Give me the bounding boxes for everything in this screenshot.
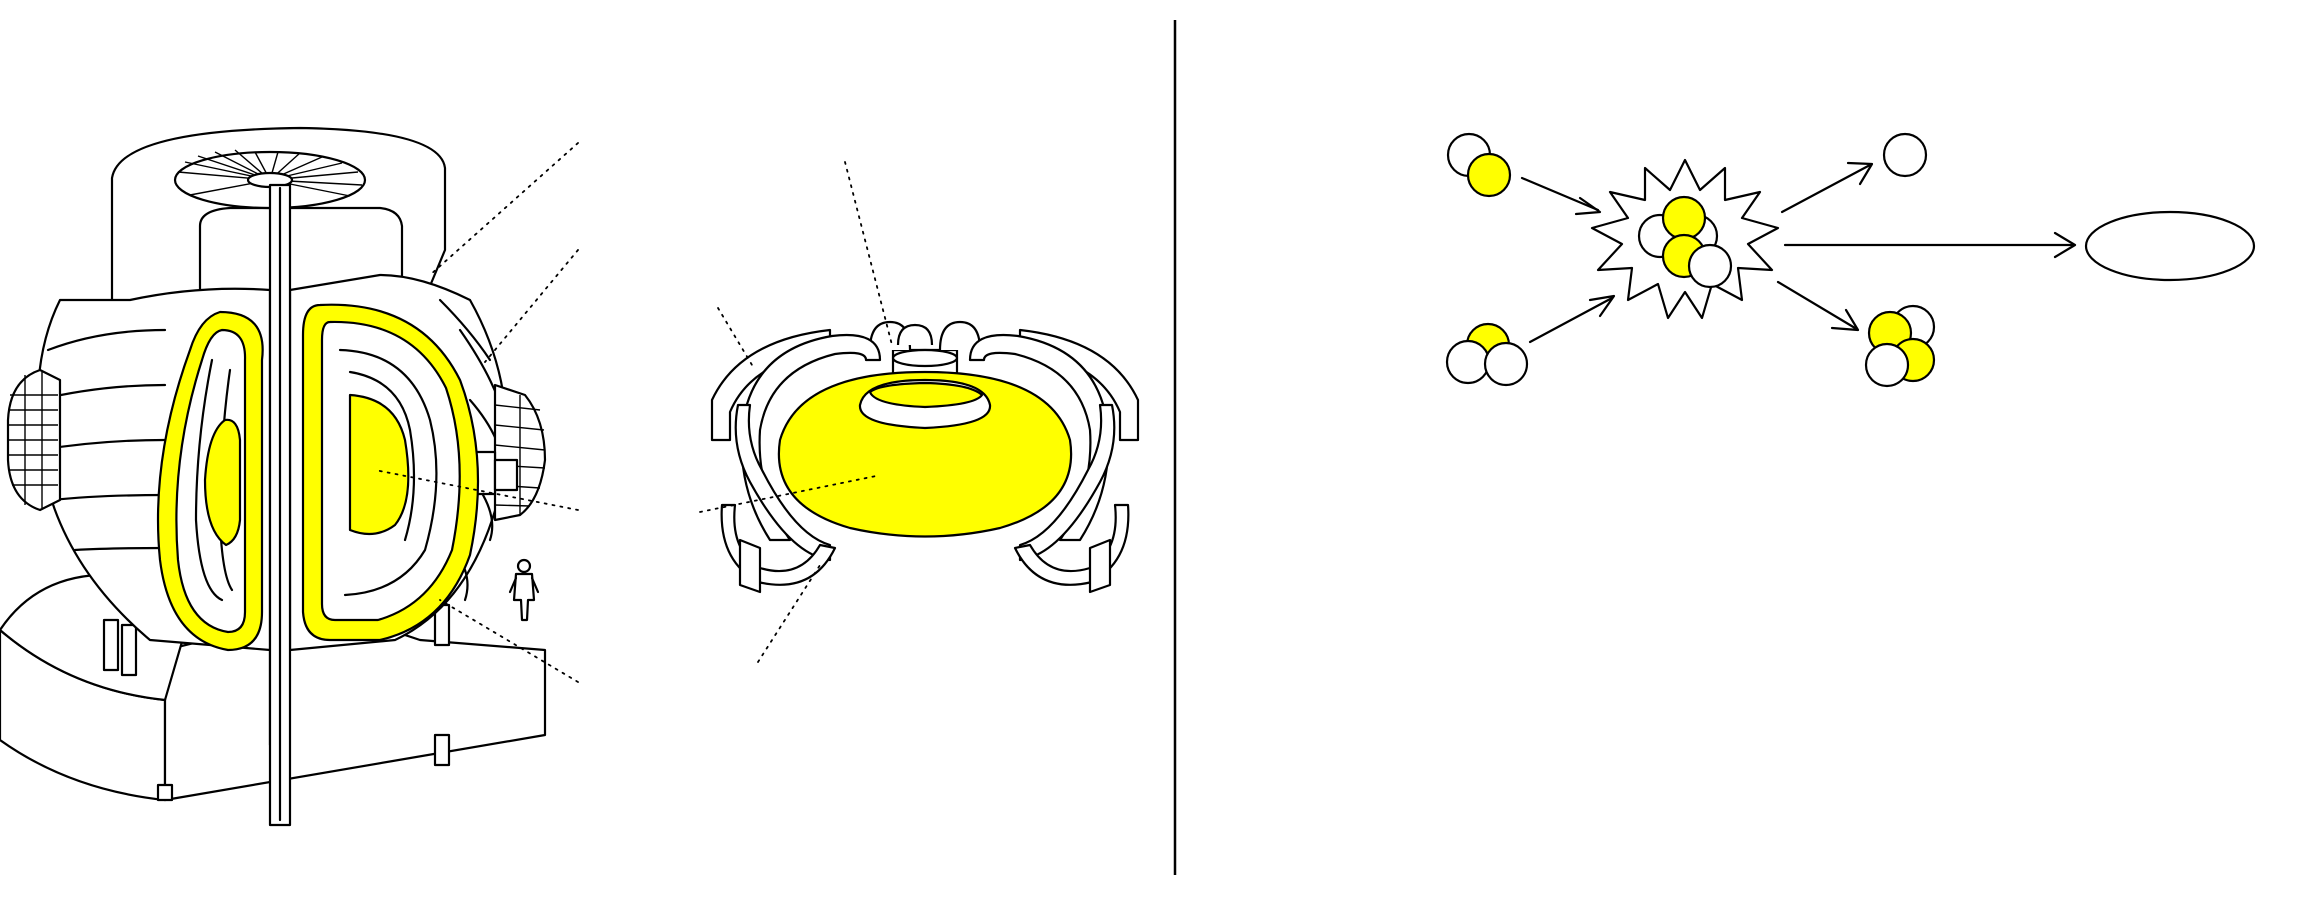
tokamak-leader-lines <box>374 142 579 683</box>
energy-output-ellipse <box>2084 210 2256 282</box>
fusion-burst-icon <box>1590 158 1780 320</box>
fusion-reaction <box>1445 132 2256 388</box>
deuterium-nucleus <box>1446 132 1512 198</box>
right-d-coil <box>301 303 480 642</box>
left-coil-rings <box>6 368 62 512</box>
lower-coil-loops <box>720 503 1130 594</box>
outgoing-arrows <box>1776 161 2077 332</box>
torus-plasma <box>777 370 1073 538</box>
tokamak-top-cylinder <box>110 126 447 304</box>
central-solenoid-column <box>268 183 292 827</box>
neutron-particle <box>1882 132 1928 178</box>
left-d-coil <box>156 310 264 652</box>
helium-nucleus <box>1864 304 1936 388</box>
tritium-nucleus <box>1445 322 1529 387</box>
incoming-arrows <box>1520 176 1616 344</box>
magnetic-coils-and-plasma <box>699 161 1140 663</box>
person-scale-icon <box>508 558 540 622</box>
coil-leader-lines <box>699 161 893 663</box>
tokamak-cutaway <box>0 126 579 827</box>
